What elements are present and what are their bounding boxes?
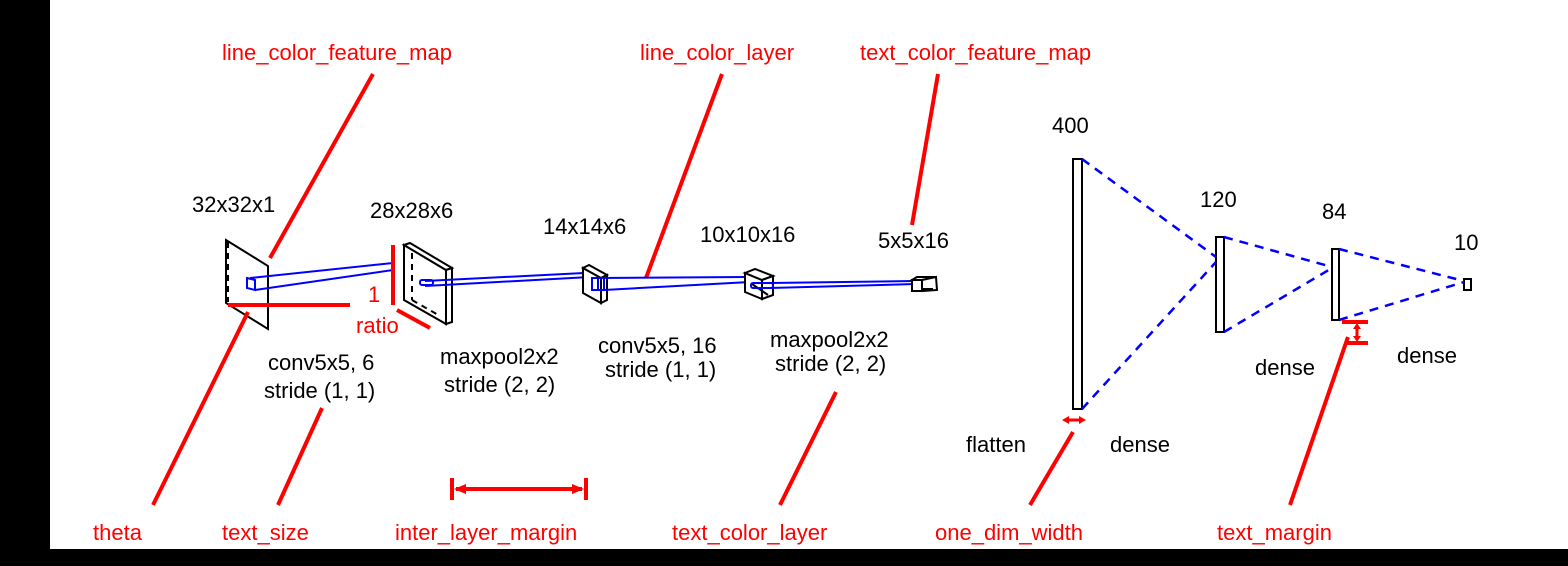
dense-layer-120 bbox=[1215, 236, 1225, 333]
dense-layer-84 bbox=[1331, 248, 1340, 321]
cnn-architecture-diagram: line_color_feature_map line_color_layer … bbox=[93, 40, 1478, 545]
annotation-pointer bbox=[1028, 430, 1075, 507]
annotation-pointer bbox=[151, 311, 250, 506]
feature-map-5x5x16 bbox=[908, 275, 939, 293]
layer-op-label: stride (2, 2) bbox=[444, 372, 555, 397]
feature-map-10x10x16 bbox=[742, 267, 776, 301]
feature-map-14x14x6 bbox=[580, 263, 610, 305]
dense-layer-10 bbox=[1463, 278, 1472, 291]
layer-shape-label: 10x10x16 bbox=[700, 222, 795, 247]
layer-shape-label: 28x28x6 bbox=[370, 198, 453, 223]
layer-shape-label: 84 bbox=[1322, 199, 1346, 224]
annotation-inter-layer-margin: inter_layer_margin bbox=[395, 520, 577, 545]
layer-op-label: dense bbox=[1110, 432, 1170, 457]
ratio-marker bbox=[396, 308, 431, 330]
dense-layer-400 bbox=[1072, 158, 1083, 410]
layer-op-label: conv5x5, 16 bbox=[598, 333, 717, 358]
layer-op-label: dense bbox=[1397, 343, 1457, 368]
layer-op-label: maxpool2x2 bbox=[440, 344, 559, 369]
inter-layer-margin-marker bbox=[450, 478, 588, 500]
layer-op-label: maxpool2x2 bbox=[770, 327, 889, 352]
layer-shape-label: 32x32x1 bbox=[192, 192, 275, 217]
annotation-line-color-feature-map: line_color_feature_map bbox=[222, 40, 452, 65]
annotation-pointer bbox=[910, 73, 940, 226]
annotation-pointer bbox=[778, 391, 838, 506]
annotation-pointer bbox=[644, 73, 724, 279]
text-margin-marker bbox=[1342, 320, 1368, 345]
annotation-pointer bbox=[1288, 336, 1350, 506]
layer-shape-label: 400 bbox=[1052, 113, 1089, 138]
annotation-text-color-feature-map: text_color_feature_map bbox=[860, 40, 1091, 65]
annotation-theta: theta bbox=[93, 520, 143, 545]
layer-shape-label: 120 bbox=[1200, 187, 1237, 212]
layer-shape-label: 5x5x16 bbox=[878, 228, 949, 253]
annotation-line-color-layer: line_color_layer bbox=[640, 40, 794, 65]
layer-op-label: stride (1, 1) bbox=[264, 378, 375, 403]
diagram-canvas: line_color_feature_map line_color_layer … bbox=[50, 0, 1568, 549]
one-dim-width-marker bbox=[1062, 416, 1086, 424]
layer-op-label: dense bbox=[1255, 355, 1315, 380]
annotation-text-size: text_size bbox=[222, 520, 309, 545]
annotation-pointer bbox=[276, 407, 324, 506]
layer-op-label: conv5x5, 6 bbox=[268, 350, 374, 375]
layer-op-label: stride (1, 1) bbox=[605, 357, 716, 382]
ratio-label: ratio bbox=[356, 313, 399, 338]
annotation-one-dim-width: one_dim_width bbox=[935, 520, 1083, 545]
layer-shape-label: 14x14x6 bbox=[543, 214, 626, 239]
layer-op-label: stride (2, 2) bbox=[775, 351, 886, 376]
annotation-text-color-layer: text_color_layer bbox=[672, 520, 827, 545]
ratio-value: 1 bbox=[368, 282, 380, 307]
layer-op-label: flatten bbox=[966, 432, 1026, 457]
feature-map-28x28x6 bbox=[401, 241, 455, 326]
annotation-text-margin: text_margin bbox=[1217, 520, 1332, 545]
annotation-pointer bbox=[268, 73, 375, 259]
layer-shape-label: 10 bbox=[1454, 230, 1478, 255]
